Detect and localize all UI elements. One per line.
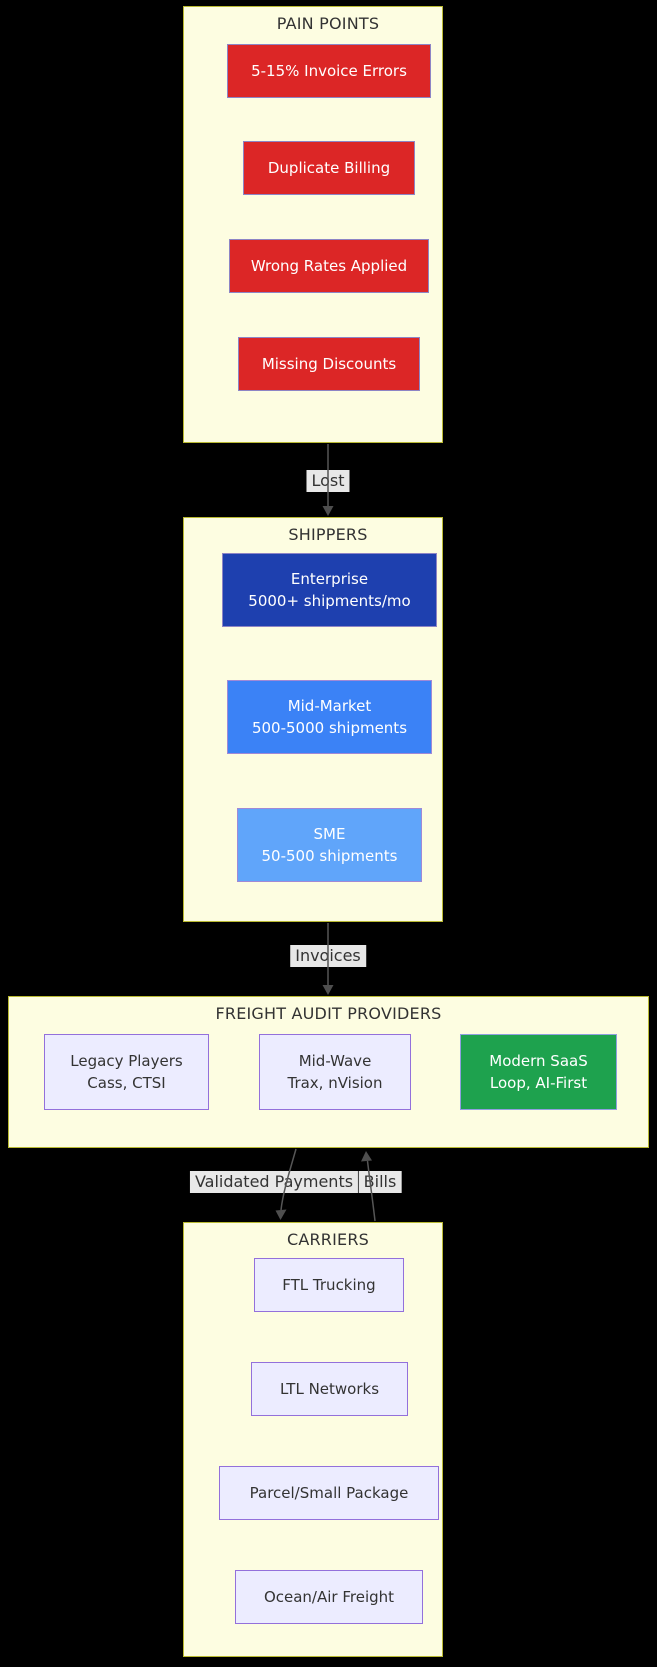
node-legacy-players: Legacy Players Cass, CTSI xyxy=(44,1034,209,1110)
node-ltl-networks: LTL Networks xyxy=(251,1362,408,1416)
cluster-pain-points-title: PAIN POINTS xyxy=(276,14,380,33)
node-label: Mid-Market xyxy=(287,697,372,715)
node-missing-discounts: Missing Discounts xyxy=(238,337,420,391)
node-modern-saas: Modern SaaS Loop, AI-First xyxy=(460,1034,617,1110)
node-sublabel: Trax, nVision xyxy=(287,1074,383,1092)
node-label: Modern SaaS xyxy=(489,1052,588,1070)
arrowhead-down-icon xyxy=(275,1209,287,1220)
node-label: Enterprise xyxy=(290,570,369,588)
arrowhead-up-icon xyxy=(361,1151,372,1162)
node-parcel-small-package: Parcel/Small Package xyxy=(219,1466,439,1520)
node-mid-wave: Mid-Wave Trax, nVision xyxy=(259,1034,411,1110)
node-enterprise: Enterprise 5000+ shipments/mo xyxy=(222,553,437,627)
node-label: Legacy Players xyxy=(70,1052,183,1070)
node-sublabel: 5000+ shipments/mo xyxy=(248,592,411,610)
edge-label-validated-payments: Validated Payments xyxy=(189,1171,359,1193)
node-label: LTL Networks xyxy=(279,1380,380,1398)
cluster-shippers-title: SHIPPERS xyxy=(288,525,368,544)
node-label: Wrong Rates Applied xyxy=(250,257,408,275)
cluster-freight-audit-title: FREIGHT AUDIT PROVIDERS xyxy=(215,1004,442,1023)
node-ocean-air-freight: Ocean/Air Freight xyxy=(235,1570,423,1624)
edge-label-invoices: Invoices xyxy=(290,945,366,967)
node-label: FTL Trucking xyxy=(282,1276,376,1294)
node-sme: SME 50-500 shipments xyxy=(237,808,422,882)
node-mid-market: Mid-Market 500-5000 shipments xyxy=(227,680,432,754)
node-sublabel: Cass, CTSI xyxy=(87,1074,166,1092)
edge-label-lost: Lost xyxy=(306,470,350,492)
cluster-carriers: CARRIERS FTL Trucking LTL Networks Parce… xyxy=(183,1222,443,1657)
node-label: SME xyxy=(313,825,346,843)
node-sublabel: 500-5000 shipments xyxy=(251,719,408,737)
cluster-carriers-title: CARRIERS xyxy=(286,1230,370,1249)
cluster-shippers: SHIPPERS Enterprise 5000+ shipments/mo M… xyxy=(183,517,443,922)
node-wrong-rates: Wrong Rates Applied xyxy=(229,239,429,293)
node-label: Duplicate Billing xyxy=(267,159,391,177)
node-ftl-trucking: FTL Trucking xyxy=(254,1258,404,1312)
arrowhead-down-icon xyxy=(322,985,334,995)
node-label: Mid-Wave xyxy=(298,1052,372,1070)
cluster-pain-points: PAIN POINTS 5-15% Invoice Errors Duplica… xyxy=(183,6,443,443)
node-label: Ocean/Air Freight xyxy=(263,1588,395,1606)
edge-label-bills: Bills xyxy=(358,1171,402,1193)
node-duplicate-billing: Duplicate Billing xyxy=(243,141,415,195)
node-sublabel: Loop, AI-First xyxy=(489,1074,588,1092)
node-sublabel: 50-500 shipments xyxy=(261,847,398,865)
cluster-freight-audit-providers: FREIGHT AUDIT PROVIDERS Legacy Players C… xyxy=(8,996,649,1148)
node-label: 5-15% Invoice Errors xyxy=(251,62,407,80)
node-invoice-errors: 5-15% Invoice Errors xyxy=(227,44,431,98)
node-label: Parcel/Small Package xyxy=(249,1484,409,1502)
arrowhead-down-icon xyxy=(322,506,334,516)
node-label: Missing Discounts xyxy=(261,355,397,373)
